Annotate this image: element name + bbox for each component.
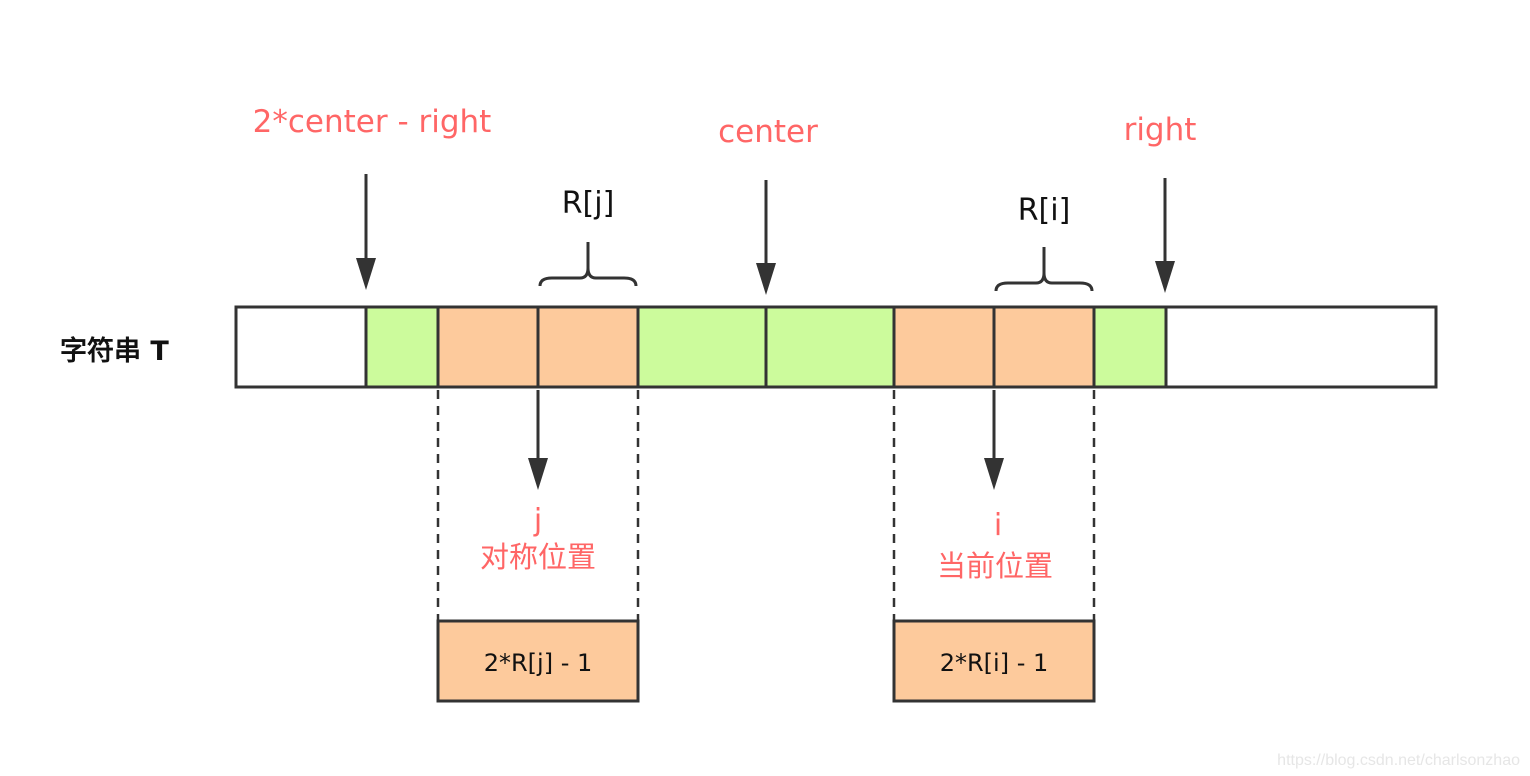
arrow-down-icon (528, 390, 548, 490)
arrow-down-icon (984, 390, 1004, 490)
string-t (234, 305, 1438, 389)
cell (536, 305, 640, 389)
label-i-desc: 当前位置 (937, 549, 1053, 583)
label-string-t: 字符串 T (60, 335, 169, 367)
cell (764, 305, 896, 389)
label-j-desc: 对称位置 (480, 540, 596, 574)
label-right: right (1124, 112, 1197, 148)
cell (1164, 305, 1438, 389)
cell (992, 305, 1096, 389)
label-j: j (533, 503, 542, 538)
cell (1092, 305, 1168, 389)
cell (234, 305, 368, 389)
box-i-text: 2*R[i] - 1 (940, 649, 1049, 677)
label-i: i (994, 508, 1002, 543)
label-center: center (718, 114, 818, 150)
box-j (436, 619, 640, 703)
arrow-down-icon (1155, 178, 1175, 293)
label-ri: R[i] (1018, 193, 1071, 228)
box-j-text: 2*R[j] - 1 (484, 649, 593, 677)
watermark: https://blog.csdn.net/charlsonzhao (1277, 752, 1520, 769)
cell (364, 305, 440, 389)
label-rj: R[j] (562, 186, 615, 221)
box-i (892, 619, 1096, 703)
cell (436, 305, 540, 389)
arrow-down-icon (756, 180, 776, 295)
cell (892, 305, 996, 389)
brace-rj (538, 242, 638, 287)
cell (636, 305, 768, 389)
label-mirror-right: 2*center - right (253, 104, 492, 140)
brace-ri (994, 247, 1094, 292)
arrow-down-icon (356, 174, 376, 290)
